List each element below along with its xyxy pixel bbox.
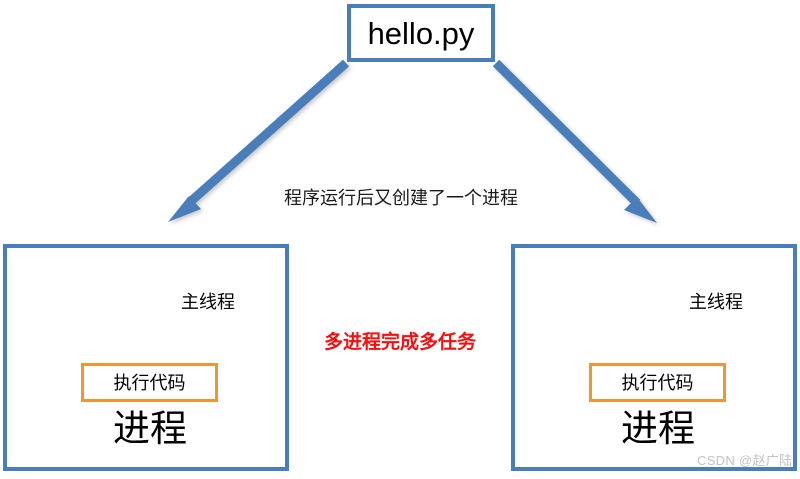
script-node-label: hello.py [367,15,475,51]
script-node-hello-py: hello.py [347,4,495,62]
process-box-right [511,244,797,471]
fork-arrow-left [168,59,349,222]
watermark: CSDN @赵广陆 [697,453,793,468]
process-box-left [3,244,289,471]
process-title-right: 进程 [621,408,695,449]
main-thread-label-left: 主线程 [181,292,235,312]
execute-code-box-left: 执行代码 [81,363,218,402]
process-title-left: 进程 [113,408,187,449]
spawn-caption: 程序运行后又创建了一个进程 [284,188,518,208]
multitask-caption: 多进程完成多任务 [323,332,476,353]
execute-code-label-right: 执行代码 [621,372,694,393]
main-thread-label-right: 主线程 [689,292,743,312]
execute-code-box-right: 执行代码 [589,363,726,402]
fork-arrow-right [492,59,657,223]
execute-code-label-left: 执行代码 [113,372,186,393]
